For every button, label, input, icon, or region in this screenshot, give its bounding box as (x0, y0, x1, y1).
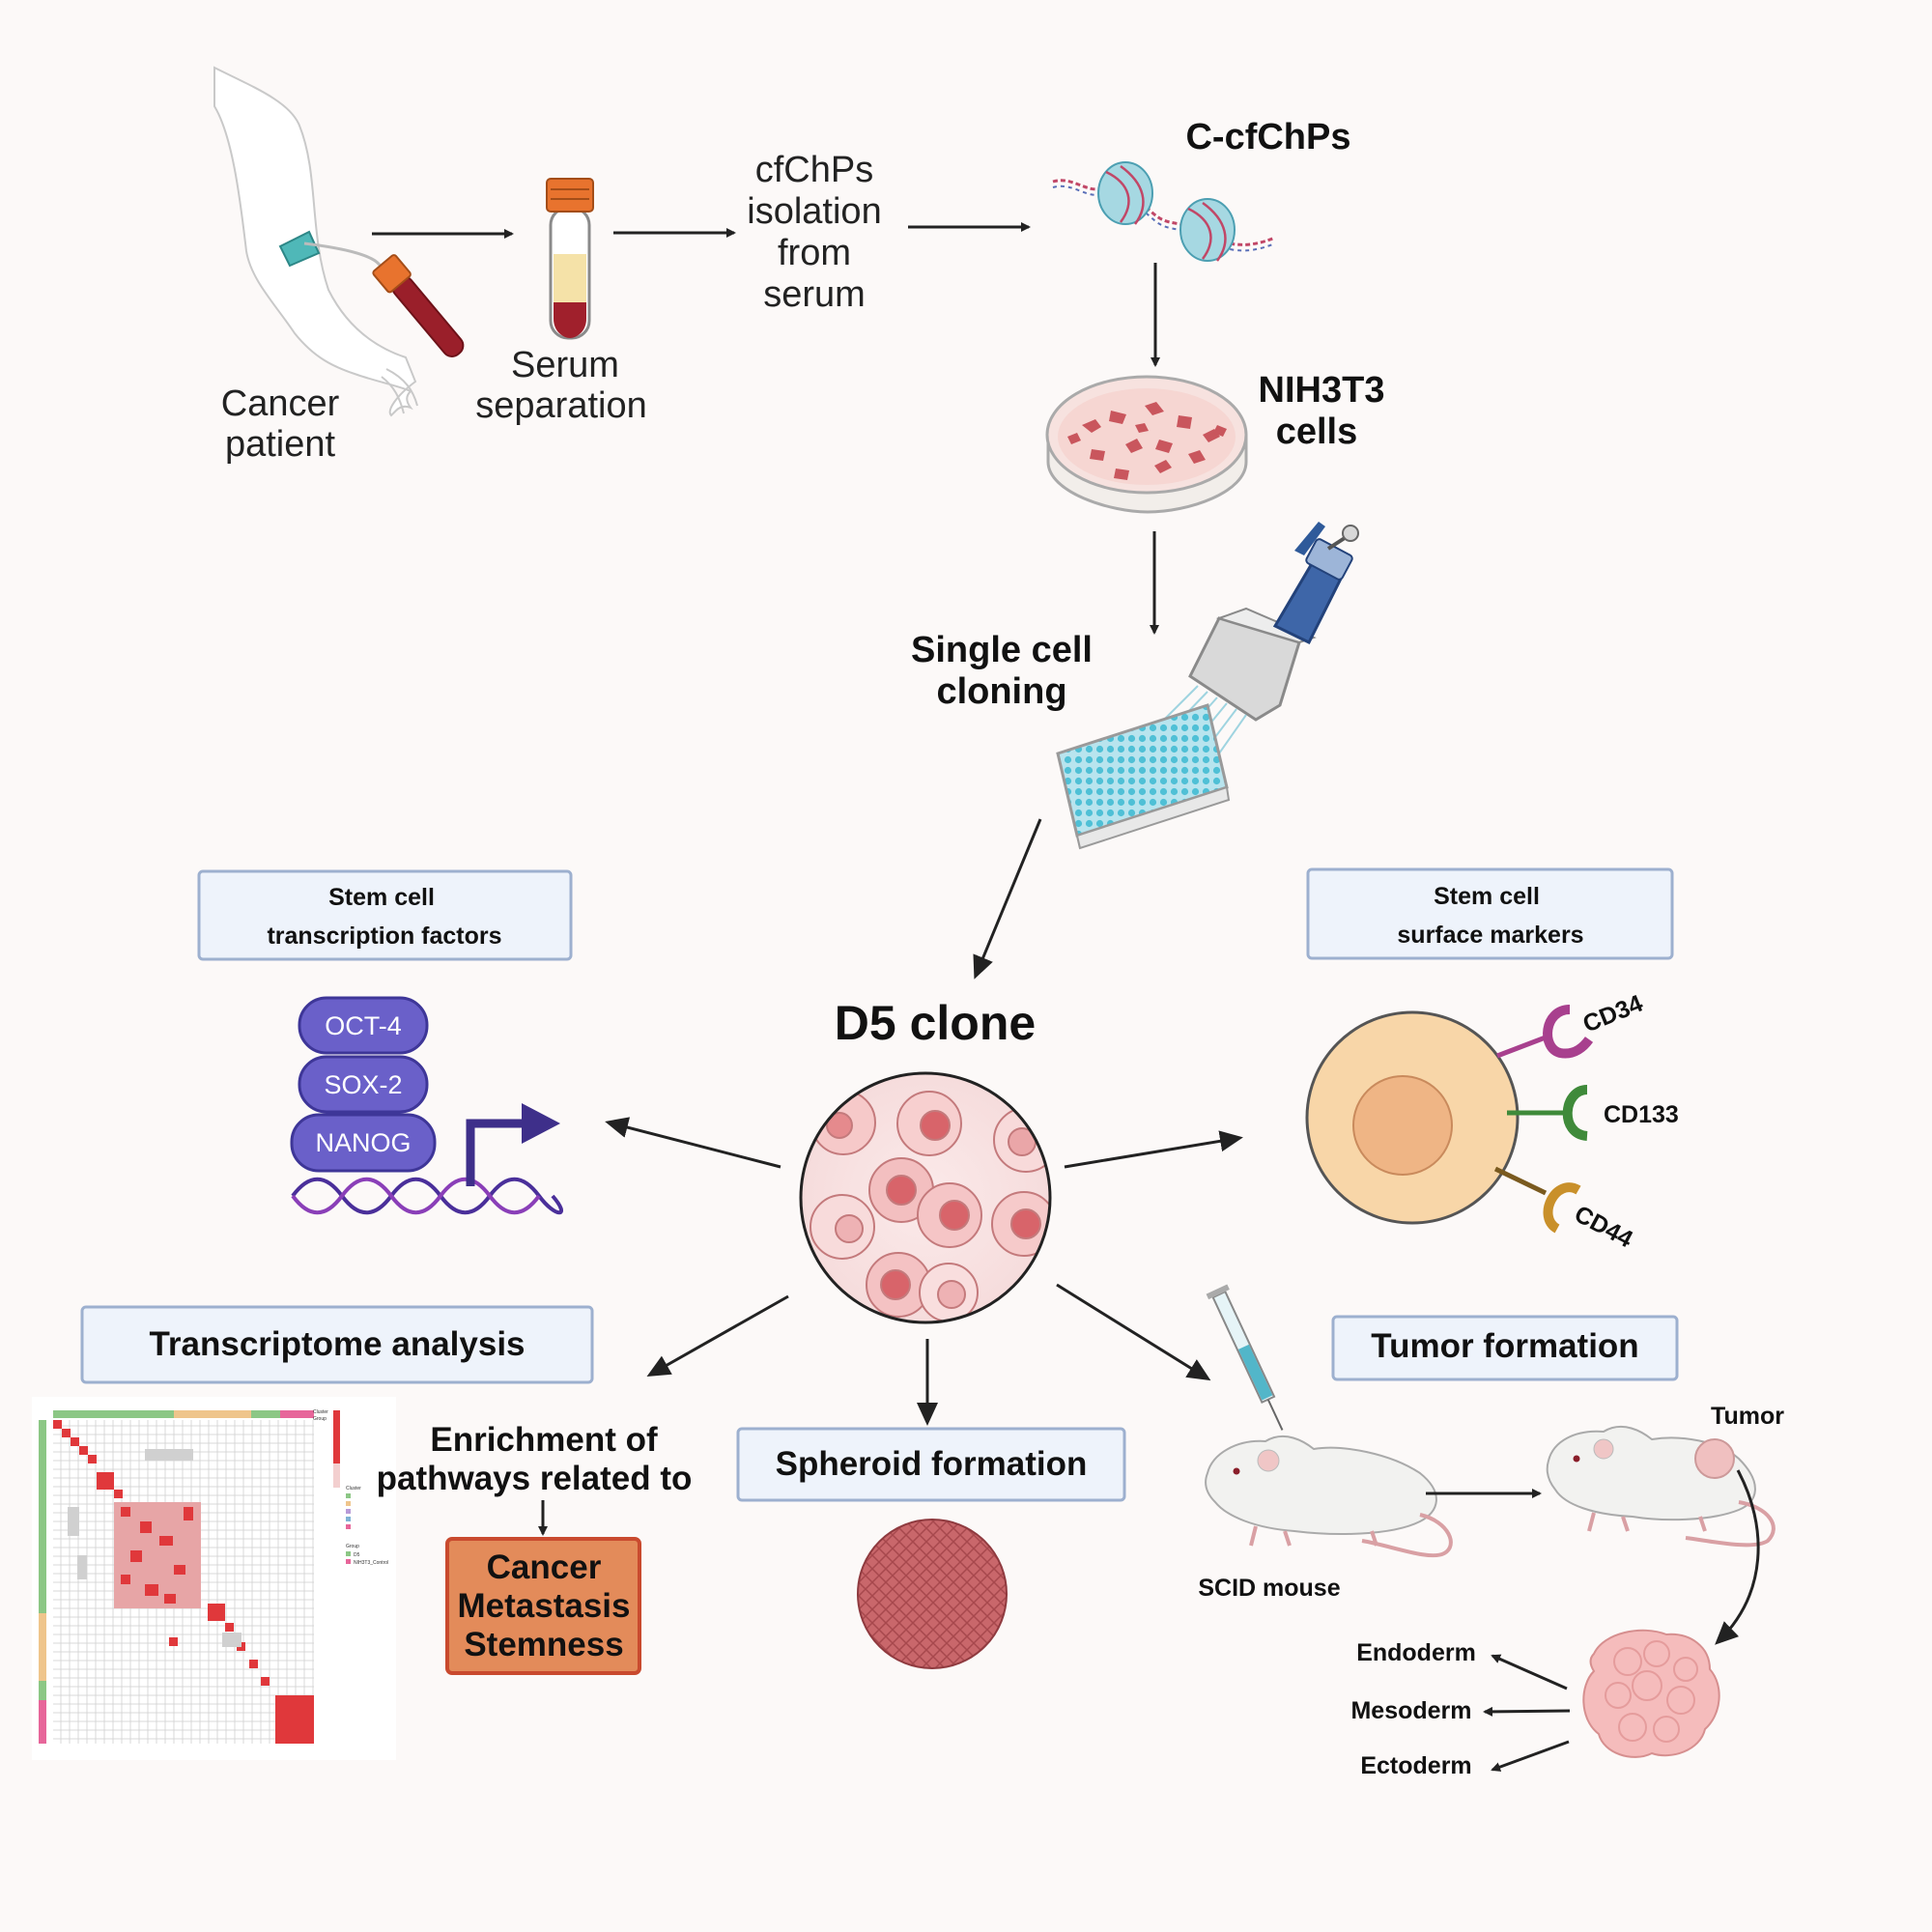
svg-text:D5: D5 (354, 1552, 360, 1558)
sm-box-label-2: surface markers (1397, 922, 1583, 949)
oct4-factor: OCT-4 (298, 996, 429, 1055)
tumor-mouse-icon (1546, 1426, 1776, 1548)
promoter-arrow-icon (466, 1103, 560, 1186)
outcome-label-cancer: Cancer (487, 1548, 602, 1586)
spheroid-label: Spheroid formation (776, 1445, 1088, 1483)
svg-text:Cluster: Cluster (313, 1409, 328, 1415)
sox2-factor: SOX-2 (298, 1055, 429, 1114)
cancer-patient-label-2: patient (225, 424, 336, 465)
isolation-label-4: serum (763, 274, 866, 315)
well-plate-icon (1056, 703, 1231, 850)
svg-text:NANOG: NANOG (315, 1128, 411, 1157)
transcription-factors-box (197, 869, 573, 961)
transcriptome-box (80, 1305, 594, 1384)
cd133-receptor (1507, 1085, 1589, 1141)
scid-mouse-label: SCID mouse (1198, 1575, 1340, 1602)
arrow-to-mesoderm (1483, 1706, 1571, 1717)
tumor-icon (1582, 1629, 1720, 1758)
arrow-to-ectoderm (1491, 1740, 1570, 1772)
single-cell-label-1: Single cell (911, 630, 1093, 670)
nih3t3-label-1: NIH3T3 (1259, 370, 1385, 411)
tf-box-label-2: transcription factors (267, 923, 501, 950)
cd34-receptor (1496, 1005, 1594, 1059)
heatmap-icon: Cluster Group Cluster Group D5 NIH3T3_Co… (32, 1397, 396, 1760)
dna-icon (291, 1177, 564, 1215)
enrichment-label-1: Enrichment of (430, 1421, 658, 1459)
isolation-label-2: isolation (747, 191, 881, 232)
c-cfchps-label: C-cfChPs (1185, 117, 1350, 157)
serum-separation-label-1: Serum (511, 345, 619, 385)
arm-icon (213, 66, 418, 417)
surface-markers-box (1306, 867, 1674, 960)
enrichment-label-2: pathways related to (377, 1460, 693, 1497)
single-cell-label-2: cloning (936, 671, 1066, 712)
cd44-label: CD44 (1570, 1201, 1637, 1254)
isolation-label-3: from (778, 233, 851, 273)
svg-text:NIH3T3_Control: NIH3T3_Control (354, 1560, 388, 1566)
serum-separation-label-2: separation (475, 385, 646, 426)
arrow-to-surface-markers (1064, 1130, 1243, 1169)
svg-text:OCT-4: OCT-4 (325, 1011, 402, 1040)
arrow-to-transcription-factors (605, 1117, 781, 1169)
arrow-to-tumor (1715, 1469, 1760, 1645)
cd44-receptor (1493, 1166, 1581, 1234)
outcome-label-metastasis: Metastasis (458, 1587, 631, 1625)
scid-mouse-icon (1205, 1435, 1453, 1558)
chromatin-icon (1052, 161, 1276, 262)
cd34-label: CD34 (1579, 990, 1647, 1038)
blood-tube-icon (372, 254, 465, 357)
d5-clone-title: D5 clone (835, 996, 1036, 1050)
svg-text:SOX-2: SOX-2 (324, 1070, 402, 1099)
spheroid-box (736, 1427, 1126, 1502)
tumor-formation-label: Tumor formation (1371, 1327, 1638, 1365)
svg-text:Cluster: Cluster (346, 1486, 361, 1492)
clone-cells-icon (799, 1071, 1052, 1324)
tumor-label: Tumor (1711, 1403, 1784, 1430)
isolation-label-1: cfChPs (755, 150, 873, 190)
nih3t3-label-2: cells (1276, 412, 1358, 452)
stem-cell-icon (1305, 1010, 1520, 1225)
outcome-label-stemness: Stemness (464, 1626, 623, 1663)
svg-text:Group: Group (313, 1416, 327, 1422)
spheroid-icon (857, 1519, 1008, 1669)
arrow-to-tumor-formation (1056, 1283, 1211, 1381)
arrow-to-endoderm (1491, 1654, 1568, 1690)
cd133-label: CD133 (1604, 1101, 1679, 1128)
sm-box-label-1: Stem cell (1434, 883, 1540, 910)
svg-text:Group: Group (346, 1544, 359, 1549)
nanog-factor: NANOG (290, 1113, 437, 1173)
outcome-box (445, 1537, 641, 1675)
mesoderm-label: Mesoderm (1350, 1697, 1471, 1724)
cancer-patient-label-1: Cancer (221, 384, 340, 424)
transcriptome-label: Transcriptome analysis (149, 1325, 525, 1363)
arrow-cloning-to-clone (973, 818, 1042, 980)
tumor-formation-box (1331, 1315, 1679, 1381)
arrow-to-transcriptome (646, 1294, 789, 1377)
endoderm-label: Endoderm (1356, 1639, 1476, 1666)
ectoderm-label: Ectoderm (1360, 1752, 1471, 1779)
tf-box-label-1: Stem cell (328, 884, 435, 911)
petri-dish-icon (1045, 375, 1248, 514)
serum-tube-icon (546, 178, 594, 340)
syringe-icon (1206, 1284, 1284, 1431)
